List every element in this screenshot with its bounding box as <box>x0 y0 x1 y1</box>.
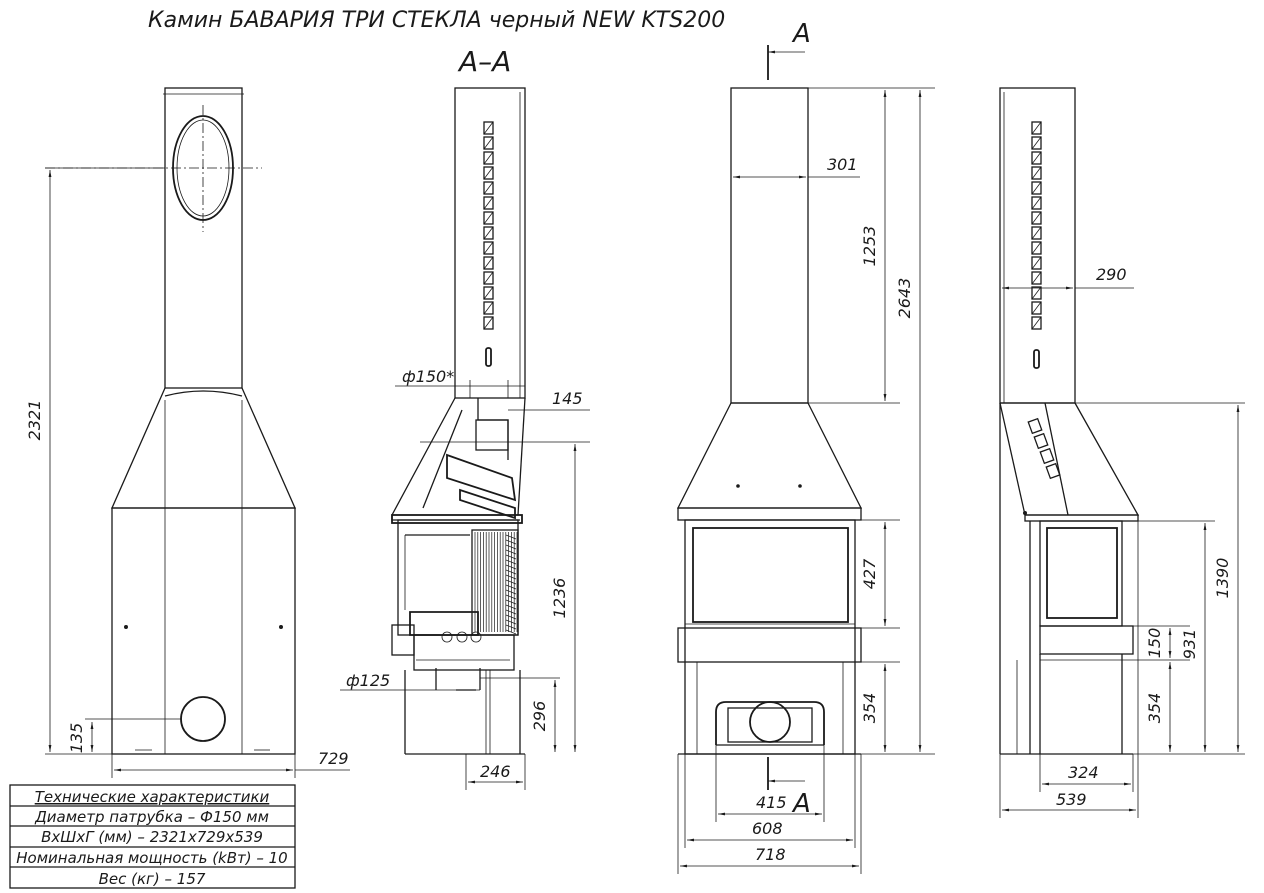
vent-slot <box>483 256 494 270</box>
section-view: А–А <box>340 45 590 790</box>
vent-slot <box>1031 181 1042 195</box>
dim-inner-width: 415 <box>756 793 787 812</box>
vent-slot <box>1031 151 1042 165</box>
vent-slot <box>1031 196 1042 210</box>
dim-side-total-height: 1390 <box>1213 558 1232 599</box>
dim-side-body-height: 931 <box>1180 629 1199 660</box>
dim-section-inlet-height: 296 <box>530 701 549 732</box>
vent-slot <box>483 211 494 225</box>
vent-slot <box>483 166 494 180</box>
vent-slot <box>483 151 494 165</box>
vent-slot <box>483 301 494 315</box>
vent-slot <box>483 286 494 300</box>
vent-slot <box>1039 447 1055 465</box>
dim-total-width: 718 <box>755 845 786 864</box>
dim-side-chimney-depth: 290 <box>1096 265 1127 284</box>
vent-slot <box>483 226 494 240</box>
vent-slot <box>1031 121 1042 135</box>
front-view-2: А А 301 1253 2 <box>676 19 935 874</box>
vent-slot <box>483 136 494 150</box>
vent-slot <box>1031 256 1042 270</box>
dim-side-shelf: 150 <box>1145 628 1164 659</box>
vent-slot <box>1031 316 1042 330</box>
dim-glass-height: 427 <box>860 558 879 589</box>
vent-slot <box>1031 211 1042 225</box>
vent-slot <box>1031 136 1042 150</box>
dim-base-height: 354 <box>860 693 879 724</box>
dim-body-width: 608 <box>752 819 783 838</box>
dim-section-inlet: ф125 <box>346 671 390 690</box>
section-mark-bottom: А <box>791 789 811 819</box>
vent-slot <box>483 316 494 330</box>
vent-slot <box>1031 301 1042 315</box>
dim-side-base-height: 354 <box>1145 693 1164 724</box>
dim-section-firebox: 1236 <box>550 578 569 619</box>
specs-row: Номинальная мощность (kВт) – 10 <box>16 849 287 867</box>
vent-slot <box>1033 432 1049 450</box>
vent-slot <box>1031 271 1042 285</box>
dim-chimney-height: 1253 <box>860 226 879 267</box>
dim-front-width: 729 <box>318 749 349 768</box>
side-view: 290 1390 931 150 354 324 539 <box>999 87 1245 818</box>
vent-slot <box>1031 166 1042 180</box>
dim-side-inner-depth: 324 <box>1068 763 1099 782</box>
dim-front-base-offset: 135 <box>67 723 86 754</box>
dim-total-height: 2643 <box>895 278 914 319</box>
specs-table: Технические характеристики Диаметр патру… <box>9 784 296 889</box>
dim-chimney-width: 301 <box>827 155 858 174</box>
specs-row: ВхШхГ (мм) – 2321х729х539 <box>41 828 263 846</box>
specs-header: Технические характеристики <box>35 788 270 806</box>
dim-side-total-depth: 539 <box>1056 790 1087 809</box>
vent-slot <box>483 181 494 195</box>
vent-slot <box>483 196 494 210</box>
dim-front-height: 2321 <box>25 400 44 441</box>
drawing-title: Камин БАВАРИЯ ТРИ СТЕКЛА черный NEW KTS2… <box>148 8 725 33</box>
dim-section-flue-offset: 145 <box>552 389 583 408</box>
front-view: 2321 135 729 <box>25 87 350 778</box>
vent-slot <box>1045 462 1061 480</box>
specs-row: Диаметр патрубка – Ф150 мм <box>34 808 269 826</box>
specs-row: Вес (кг) – 157 <box>99 870 206 888</box>
dim-section-flue: ф150* <box>402 367 454 386</box>
vent-slot <box>483 271 494 285</box>
vent-slot <box>483 241 494 255</box>
vent-slot <box>483 121 494 135</box>
section-label: А–А <box>457 45 511 78</box>
section-mark-top: А <box>791 19 811 49</box>
dim-section-depth: 246 <box>480 762 511 781</box>
vent-slot <box>1027 417 1043 435</box>
vent-slot <box>1031 241 1042 255</box>
vent-slot <box>1031 226 1042 240</box>
